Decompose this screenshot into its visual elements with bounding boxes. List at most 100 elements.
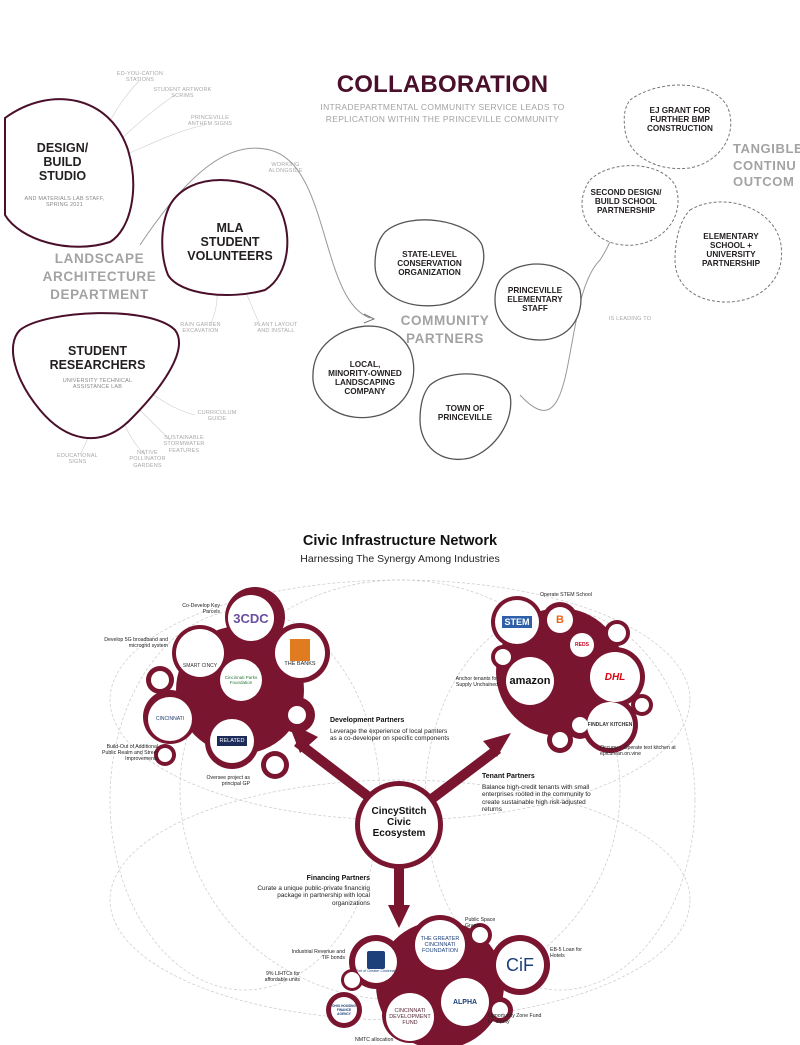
researchers-title: STUDENT RESEARCHERS	[30, 344, 165, 373]
logo-amazon-text: amazon	[509, 675, 551, 687]
center-inner	[360, 786, 438, 864]
dev-desc: Leverage the experience of local pamters…	[330, 728, 450, 743]
note-rain: RAIN GARDEN EXCAVATION	[180, 322, 221, 335]
local-blob	[312, 325, 415, 419]
dev-small-circle-2	[151, 671, 169, 689]
logo-ohfa-text: OHIO HOUSING FINANCE AGENCY	[332, 1004, 356, 1016]
logo-findlay: FINDLAY KITCHEN	[587, 702, 633, 748]
elementary-blob	[494, 263, 582, 341]
logo-related-text: RELATED	[216, 736, 248, 746]
design-build-line3: STUDIO	[38, 168, 87, 183]
ann-lihtc: 9% LIHTCs for affordable units	[264, 971, 300, 983]
logo-bengals: B	[547, 607, 573, 633]
dept-label: LANDSCAPE ARCHITECTURE DEPARTMENT	[32, 251, 167, 303]
logo-cincinnati: CINCINNATI	[148, 697, 192, 741]
logo-alpha: ALPHA	[441, 978, 489, 1026]
elem-outcome-blob	[674, 201, 782, 303]
tenant-small-circle-4	[635, 698, 649, 712]
dev-small-circle-1	[288, 706, 306, 724]
ann-grants: Public Space Grants	[465, 917, 496, 929]
logo-foundation: Cincinnati Parks Foundation	[220, 659, 262, 701]
logo-port: Port of Greater Cincinnati	[355, 941, 397, 983]
logo-stem-text: STEM	[502, 616, 532, 628]
finance-desc: Curate a unique public-private financing…	[257, 885, 370, 907]
ann-buildout: Build-Out of Additional Public Realm and…	[102, 744, 158, 762]
logo-related: RELATED	[210, 719, 254, 763]
logo-bengals-text: B	[556, 614, 564, 626]
ann-oversee: Oversee project as principal GP	[206, 775, 250, 787]
fin-small-circle-2	[344, 972, 360, 988]
ann-occupy: Occupy + Operate test kitchen at epicure…	[600, 745, 676, 757]
ej-label: EJ GRANT FOR FURTHER BMP CONSTRUCTION	[647, 106, 713, 134]
center-line1: CincyStitch	[371, 806, 427, 817]
ann-irb: Industrial Revenue and TIF bonds	[291, 949, 345, 961]
second-blob	[581, 165, 679, 246]
logo-cdf: CINCINNATI DEVELOPMENT FUND	[386, 993, 434, 1041]
logo-foundation-text: Cincinnati Parks Foundation	[224, 675, 258, 685]
note-pollinator: NATIVE POLLINATOR GARDENS	[129, 450, 166, 469]
ann-eb5: EB-5 Loan for Hotels	[550, 947, 583, 959]
design-build-line2: BUILD	[43, 154, 82, 169]
collab-subtitle-line1: INTRADEPARTMENTAL COMMUNITY SERVICE LEAD…	[320, 102, 565, 112]
design-build-blob	[4, 98, 135, 248]
fin-small-circle-1	[492, 1002, 508, 1018]
tenant-small-circle-2	[495, 649, 511, 665]
logo-dhl-text: DHL	[604, 671, 626, 683]
center-line2: Civic	[387, 817, 411, 828]
design-build-sub: AND MATERIALS LAB STAFF, SPRING 2021	[24, 196, 105, 209]
tangible-line1: TANGIBLE	[733, 141, 800, 156]
ej-blob	[623, 84, 732, 170]
dev-small-circle-4	[158, 748, 172, 762]
dept-label-line1: LANDSCAPE	[54, 251, 145, 266]
logo-alpha-text: ALPHA	[452, 998, 478, 1006]
arrow-to-partners	[363, 313, 376, 324]
ann-nmtc: NMTC allocation	[355, 1037, 394, 1043]
second-label: SECOND DESIGN/ BUILD SCHOOL PARTNERSHIP	[590, 188, 662, 216]
researchers-line1: STUDENT	[67, 344, 128, 358]
dev-header: Development Partners	[330, 717, 405, 724]
design-build-title: DESIGN/ BUILD STUDIO	[20, 141, 105, 183]
note-stormwater: SUSTAINABLE STORMWATER FEATURES	[163, 435, 205, 454]
tangible-label: TANGIBLE CONTINU OUTCOM	[733, 142, 800, 189]
logo-cdf-text: CINCINNATI DEVELOPMENT FUND	[389, 1008, 431, 1026]
note-working: WORKING ALONGSIDE	[268, 162, 303, 175]
logo-port-text: Port of Greater Cincinnati	[355, 969, 397, 973]
logo-the-banks: THE BANKS	[275, 628, 325, 678]
logo-dhl: DHL	[590, 652, 640, 702]
collab-title: COLLABORATION	[336, 71, 549, 98]
dev-small-circle-3	[266, 756, 284, 774]
town-blob	[419, 373, 512, 460]
fin-small-circle-3	[472, 927, 488, 943]
logo-amazon: amazon	[506, 657, 554, 705]
logo-3cdc-text: 3CDC	[233, 610, 269, 626]
finance-header: Financing Partners	[306, 875, 370, 882]
ann-broadband: Develop 5G broadband and microgrid syste…	[104, 637, 168, 649]
flow-line	[139, 147, 371, 319]
mla-blob	[161, 179, 289, 296]
logo-reds-text: REDS	[575, 642, 589, 648]
note-anthem: PRINCEVILLE ANTHEM SIGNS	[187, 115, 233, 128]
mla-line3: VOLUNTEERS	[187, 248, 273, 263]
mla-title: MLA STUDENT VOLUNTEERS	[180, 221, 280, 263]
logo-gcf: THE GREATER CINCINNATI FOUNDATION	[415, 920, 465, 970]
ann-ozone: Opportunity Zone Fund LP equity	[488, 1013, 542, 1025]
logo-gcf-text: THE GREATER CINCINNATI FOUNDATION	[420, 936, 460, 954]
maroon-arrows	[288, 722, 511, 928]
design-build-line1: DESIGN/	[36, 141, 89, 155]
tenant-desc: Balance high-credit tenants with small e…	[482, 784, 591, 814]
note-artwork: STUDENT ARTWORK SCRIMS	[153, 87, 212, 100]
logo-smart-text: SMART CINCY	[182, 663, 218, 669]
logo-cif: CiF	[496, 941, 544, 989]
town-label: TOWN OF PRINCEVILLE	[437, 404, 493, 423]
logo-cincinnati-text: CINCINNATI	[155, 716, 185, 722]
tenant-header: Tenant Partners	[482, 773, 535, 780]
logo-banks-text: THE BANKS	[284, 661, 316, 667]
tenant-small-circle-5	[552, 732, 568, 748]
mla-line2: STUDENT	[200, 234, 260, 249]
collab-subtitle-line2: REPLICATION WITHIN THE PRINCEVILLE COMMU…	[325, 114, 560, 124]
partners-label: COMMUNITY PARTNERS	[385, 313, 505, 346]
center-label: CincyStitch Civic Ecosystem	[360, 806, 438, 839]
ann-stem: Operate STEM School	[540, 592, 592, 598]
